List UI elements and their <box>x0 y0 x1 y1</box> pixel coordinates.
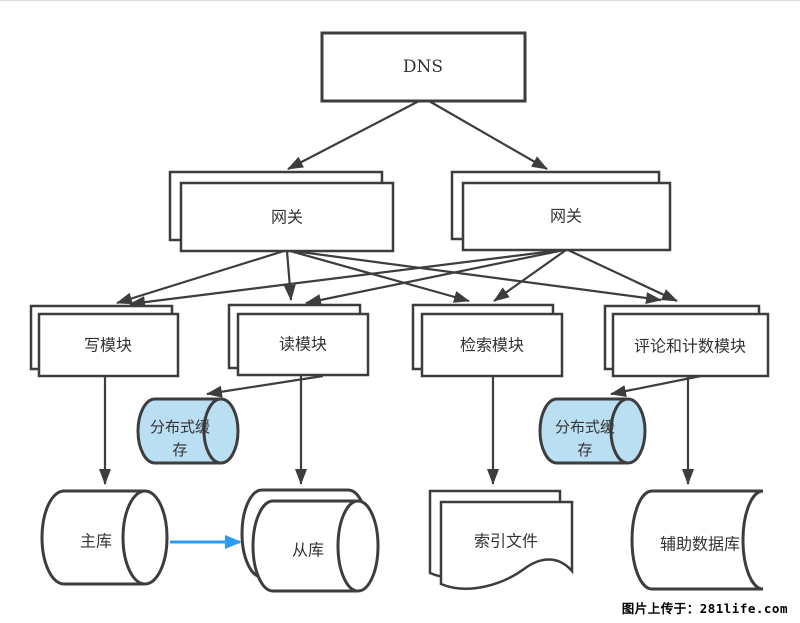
slave-db-label: 从库 <box>292 541 324 560</box>
edge-gwr-search <box>493 249 567 302</box>
node-dns: DNS <box>320 31 527 103</box>
cache-left-label-line2: 存 <box>172 441 187 459</box>
node-aux-db: 辅助数据库 <box>630 489 764 591</box>
node-search-module: 检索模块 <box>411 303 564 378</box>
dns-box <box>320 31 527 103</box>
cache-right-cylinder-edge <box>609 397 629 465</box>
comment-count-module-label: 评论和计数模块 <box>634 337 746 356</box>
read-module-box-front <box>236 312 370 377</box>
edge-dns-gateway-right <box>428 100 548 170</box>
cache-right-cylinder <box>538 397 647 465</box>
dns-label: DNS <box>403 57 443 77</box>
index-file-label: 索引文件 <box>474 532 538 551</box>
aux-db-shape <box>630 489 764 591</box>
cache-left-cylinder <box>136 397 240 465</box>
gateway-left-box-front <box>179 181 395 253</box>
master-db-label: 主库 <box>80 532 112 551</box>
gateway-right-label: 网关 <box>550 207 582 226</box>
master-db-cylinder <box>40 489 169 586</box>
search-module-label: 检索模块 <box>460 336 524 355</box>
edges-layer <box>99 100 702 549</box>
edge-gwl-read <box>283 250 296 301</box>
node-comment-count-module: 评论和计数模块 <box>603 304 770 378</box>
node-gateway-left: 网关 <box>168 170 395 253</box>
cache-right-label-line1: 分布式缓 <box>555 418 615 436</box>
edge-gwl-search <box>289 249 470 303</box>
edge-comment-cache <box>610 374 702 397</box>
slave-db-cylinder-front-edge <box>336 499 359 593</box>
watermark-text: 图片上传于：281life.com <box>621 601 788 616</box>
node-index-file: 索引文件 <box>428 489 574 590</box>
edge-gwr-read <box>305 248 565 306</box>
node-write-module: 写模块 <box>29 304 180 378</box>
edge-gwr-comment <box>567 249 678 302</box>
gateway-left-label: 网关 <box>271 208 303 227</box>
node-cache-right: 分布式缓 存 <box>538 397 647 465</box>
index-file-doc-front <box>439 500 574 590</box>
cache-right-label-line2: 存 <box>577 441 592 459</box>
cache-left-label-line1: 分布式缓 <box>150 418 210 436</box>
comment-count-module-box-front <box>611 312 770 378</box>
edge-gwl-write <box>116 249 285 305</box>
slave-db-cylinder-front <box>251 499 380 593</box>
write-module-label: 写模块 <box>84 336 132 355</box>
node-cache-left: 分布式缓 存 <box>136 397 240 465</box>
node-read-module: 读模块 <box>227 303 370 377</box>
edge-gwl-comment <box>292 249 662 304</box>
node-master-db: 主库 <box>40 489 169 586</box>
master-db-cylinder-edge <box>121 489 146 586</box>
node-slave-db: 从库 <box>240 488 380 593</box>
read-module-label: 读模块 <box>279 335 327 354</box>
edge-dns-gateway-left <box>287 100 420 170</box>
node-gateway-right: 网关 <box>450 170 672 252</box>
edge-gwr-write <box>129 248 563 309</box>
search-module-box-front <box>420 312 564 378</box>
aux-db-label: 辅助数据库 <box>660 535 740 554</box>
cache-left-cylinder-edge <box>202 397 222 465</box>
write-module-box-front <box>37 312 180 378</box>
gateway-right-box-front <box>461 181 672 252</box>
edge-read-cache <box>206 374 324 398</box>
